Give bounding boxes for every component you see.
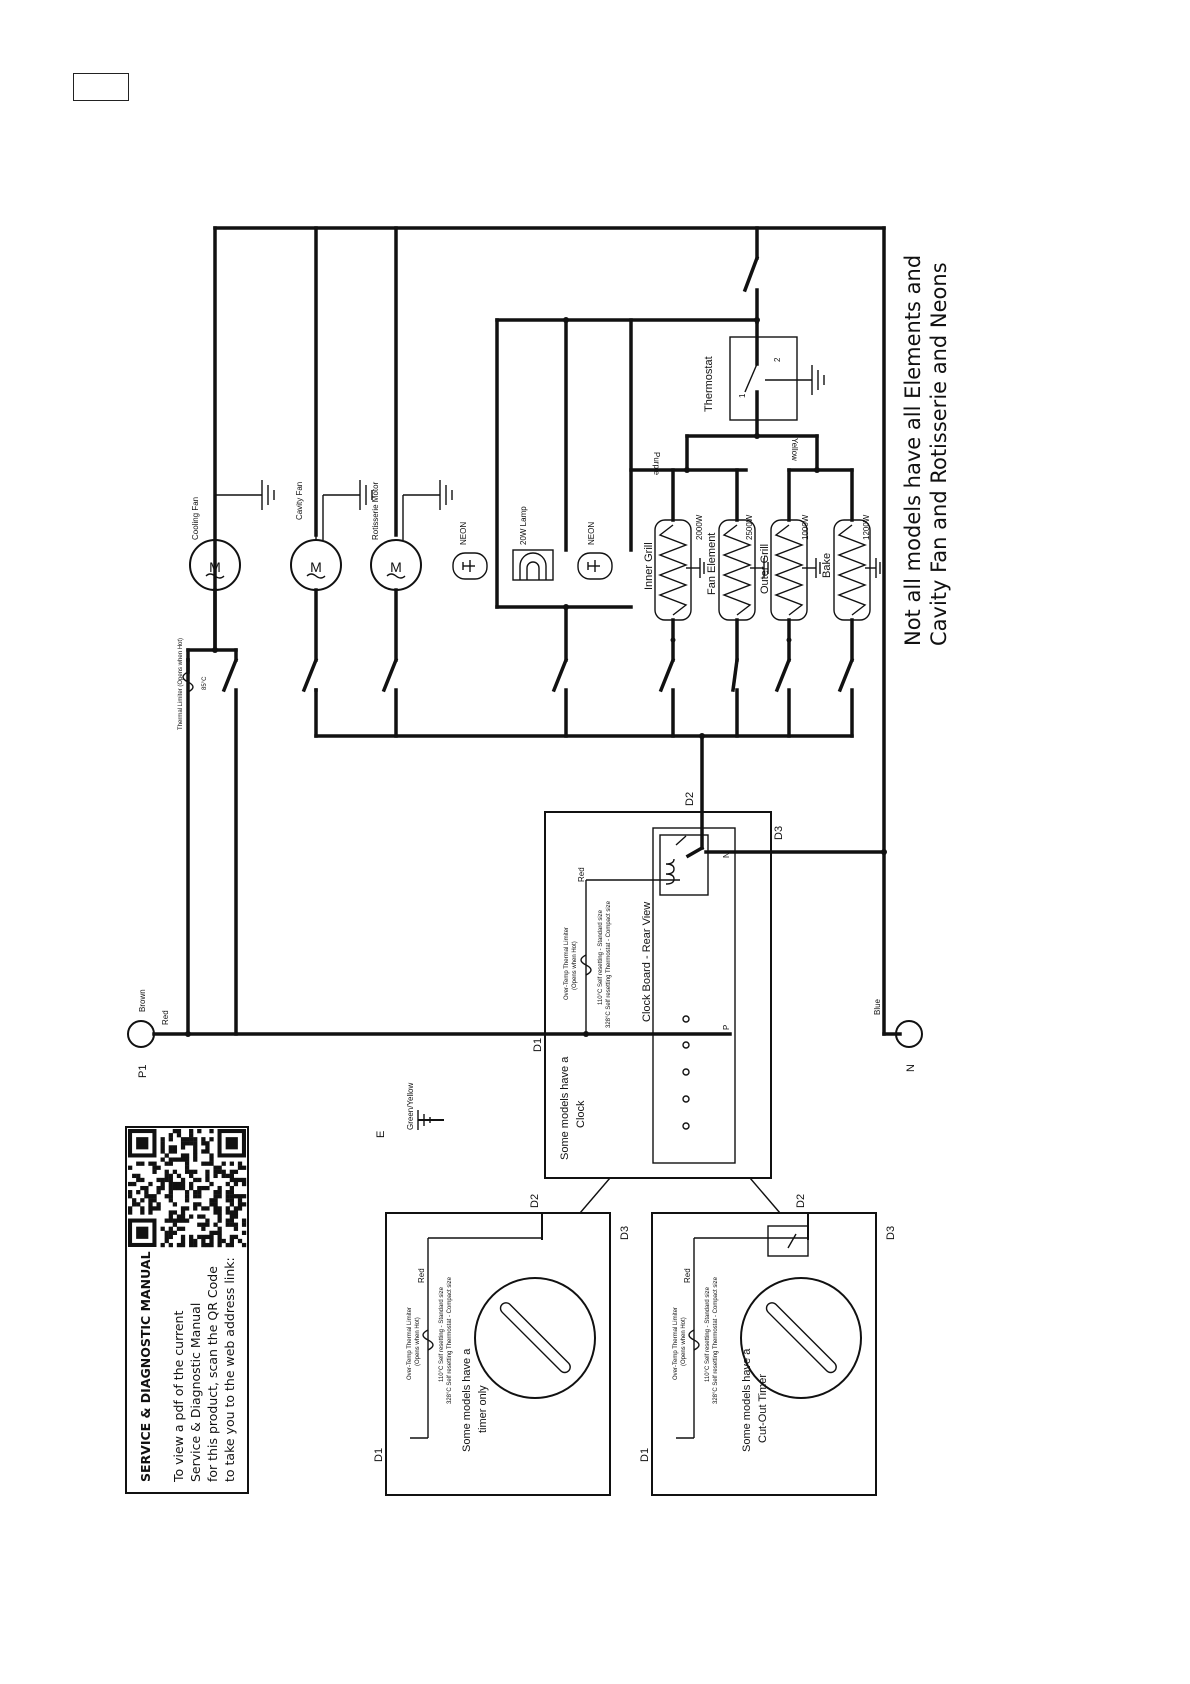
- svg-text:1200W: 1200W: [862, 514, 871, 540]
- svg-text:M: M: [390, 559, 402, 575]
- svg-text:NEON: NEON: [587, 522, 596, 545]
- element-bake: Bake 1200W: [821, 514, 871, 621]
- svg-text:85°C: 85°C: [202, 676, 208, 690]
- svg-text:Cavity Fan and Rotisserie and: Cavity Fan and Rotisserie and Neons: [927, 262, 951, 646]
- cooling-fan-thermal-limiter: Thermal Limiter (Opens when Hot) 85°C: [178, 638, 208, 730]
- svg-text:20W Lamp: 20W Lamp: [519, 506, 528, 545]
- svg-text:D3: D3: [885, 1226, 897, 1240]
- svg-text:Thermostat: Thermostat: [703, 356, 715, 412]
- svg-text:To view a pdf of the current: To view a pdf of the current: [171, 1311, 186, 1483]
- svg-text:(Opens when Hot): (Opens when Hot): [681, 1317, 687, 1366]
- neon-indicator-2: NEON: [577, 522, 613, 580]
- svg-text:Rotisserie Motor: Rotisserie Motor: [371, 481, 380, 540]
- lamp-20w: 20W Lamp: [512, 506, 554, 581]
- svg-text:Green/Yellow: Green/Yellow: [406, 1082, 415, 1130]
- svg-text:328°C Self resetting Thermosta: 328°C Self resetting Thermostat - Compac…: [606, 900, 612, 1028]
- svg-text:Red: Red: [683, 1268, 692, 1283]
- svg-text:110°C Self resetting - Standar: 110°C Self resetting - Standard size: [439, 1286, 445, 1382]
- svg-text:E: E: [375, 1131, 387, 1138]
- svg-text:for this product, scan the QR: for this product, scan the QR Code: [205, 1266, 220, 1482]
- svg-text:Outer Grill: Outer Grill: [759, 544, 771, 594]
- svg-text:N: N: [722, 852, 731, 858]
- thermostat: 1 2 Thermostat: [703, 336, 825, 421]
- cavity-fan-motor: M Cavity Fan: [290, 482, 342, 591]
- element-fan: Fan Element 2500W: [706, 514, 756, 621]
- svg-text:D3: D3: [773, 826, 785, 840]
- service-manual-box: SERVICE & DIAGNOSTIC MANUAL To view a pd…: [125, 1126, 249, 1494]
- qr-code-icon: [128, 1129, 247, 1248]
- svg-text:Inner Grill: Inner Grill: [643, 542, 655, 590]
- svg-text:Over-Temp Thermal Limiter: Over-Temp Thermal Limiter: [407, 1307, 413, 1380]
- svg-text:Over-Temp Thermal Limiter: Over-Temp Thermal Limiter: [673, 1307, 679, 1380]
- terminal-n: N Blue: [873, 998, 923, 1072]
- timer-only-box: Over-Temp Thermal Limiter (Opens when Ho…: [373, 1194, 631, 1496]
- svg-text:D2: D2: [684, 792, 696, 806]
- svg-text:D2: D2: [795, 1194, 807, 1208]
- svg-text:Red: Red: [161, 1010, 170, 1025]
- terminal-p1: P1 Brown Red: [127, 989, 170, 1078]
- svg-text:Clock: Clock: [575, 1100, 587, 1128]
- svg-text:1: 1: [738, 393, 747, 398]
- svg-text:Cooling Fan: Cooling Fan: [191, 497, 200, 540]
- svg-text:Brown: Brown: [138, 989, 147, 1012]
- selector-switches: [221, 255, 855, 693]
- cooling-fan-motor: M Cooling Fan: [189, 480, 275, 591]
- svg-text:Some models have a: Some models have a: [741, 1348, 753, 1452]
- svg-text:Cavity Fan: Cavity Fan: [295, 482, 304, 520]
- svg-text:(Opens when Hot): (Opens when Hot): [572, 941, 578, 990]
- svg-text:110°C Self resetting - Standar: 110°C Self resetting - Standard size: [705, 1286, 711, 1382]
- svg-text:N: N: [905, 1064, 917, 1072]
- page-number-box: [73, 73, 129, 101]
- terminal-earth: E Green/Yellow: [375, 1082, 444, 1138]
- wire-yellow-label: Yellow: [790, 438, 799, 461]
- svg-text:(Opens when Hot): (Opens when Hot): [415, 1317, 421, 1366]
- neon-indicator-1: NEON: [452, 522, 488, 580]
- svg-text:D1: D1: [639, 1448, 651, 1462]
- svg-text:Red: Red: [417, 1268, 426, 1283]
- models-note: Not all models have all Elements and Cav…: [901, 255, 951, 646]
- svg-text:Bake: Bake: [821, 553, 833, 578]
- svg-text:to take you to the web address: to take you to the web address link:: [222, 1257, 237, 1482]
- element-ground-icons: [686, 558, 881, 578]
- svg-text:Some models have a: Some models have a: [559, 1056, 571, 1160]
- svg-text:M: M: [209, 559, 221, 575]
- svg-text:P: P: [722, 1025, 731, 1030]
- svg-text:110°C Self resetting - Standar: 110°C Self resetting - Standard size: [598, 909, 604, 1005]
- svg-text:2000W: 2000W: [695, 514, 704, 540]
- svg-text:D2: D2: [529, 1194, 541, 1208]
- svg-text:Some models have a: Some models have a: [461, 1348, 473, 1452]
- svg-text:M: M: [310, 559, 322, 575]
- cut-out-timer-box: Over-Temp Thermal Limiter (Opens when Ho…: [639, 1194, 897, 1496]
- svg-text:NEON: NEON: [459, 522, 468, 545]
- svg-text:1000W: 1000W: [801, 514, 810, 540]
- svg-text:P1: P1: [137, 1065, 149, 1078]
- junction-dots: [185, 317, 887, 1037]
- cavity-fan-ground-icon: [322, 480, 373, 540]
- svg-text:2500W: 2500W: [745, 514, 754, 540]
- svg-text:D1: D1: [373, 1448, 385, 1462]
- svg-text:D1: D1: [532, 1038, 544, 1052]
- svg-text:Service & Diagnostic Manual: Service & Diagnostic Manual: [188, 1303, 203, 1482]
- svg-text:328°C Self resetting Thermosta: 328°C Self resetting Thermostat - Compac…: [713, 1276, 719, 1404]
- element-outer-grill: Outer Grill 1000W: [759, 514, 810, 621]
- svg-text:Not all models have all Elemen: Not all models have all Elements and: [901, 255, 925, 646]
- svg-text:Over-Temp Thermal Limiter: Over-Temp Thermal Limiter: [564, 927, 570, 1000]
- wire-purple-label: Purple: [652, 452, 661, 476]
- clock-board: Over-Temp Thermal Limiter (Opens when Ho…: [532, 792, 785, 1214]
- svg-text:D3: D3: [619, 1226, 631, 1240]
- main-wiring: [152, 226, 902, 1036]
- svg-text:Cut-Out Timer: Cut-Out Timer: [757, 1374, 769, 1443]
- svg-text:SERVICE & DIAGNOSTIC MANUAL: SERVICE & DIAGNOSTIC MANUAL: [138, 1251, 153, 1482]
- svg-text:Red: Red: [577, 867, 586, 882]
- svg-text:2: 2: [773, 357, 782, 362]
- svg-text:Fan Element: Fan Element: [706, 533, 718, 595]
- rotisserie-motor: M Rotisserie Motor: [370, 480, 453, 591]
- svg-text:328°C Self resetting Thermosta: 328°C Self resetting Thermostat - Compac…: [447, 1276, 453, 1404]
- svg-text:Clock Board - Rear View: Clock Board - Rear View: [641, 902, 653, 1022]
- element-inner-grill: Inner Grill 2000W: [643, 514, 704, 621]
- svg-text:timer only: timer only: [477, 1385, 489, 1433]
- svg-text:Thermal Limiter (Opens when Ho: Thermal Limiter (Opens when Hot): [178, 638, 184, 730]
- svg-text:Blue: Blue: [873, 998, 882, 1015]
